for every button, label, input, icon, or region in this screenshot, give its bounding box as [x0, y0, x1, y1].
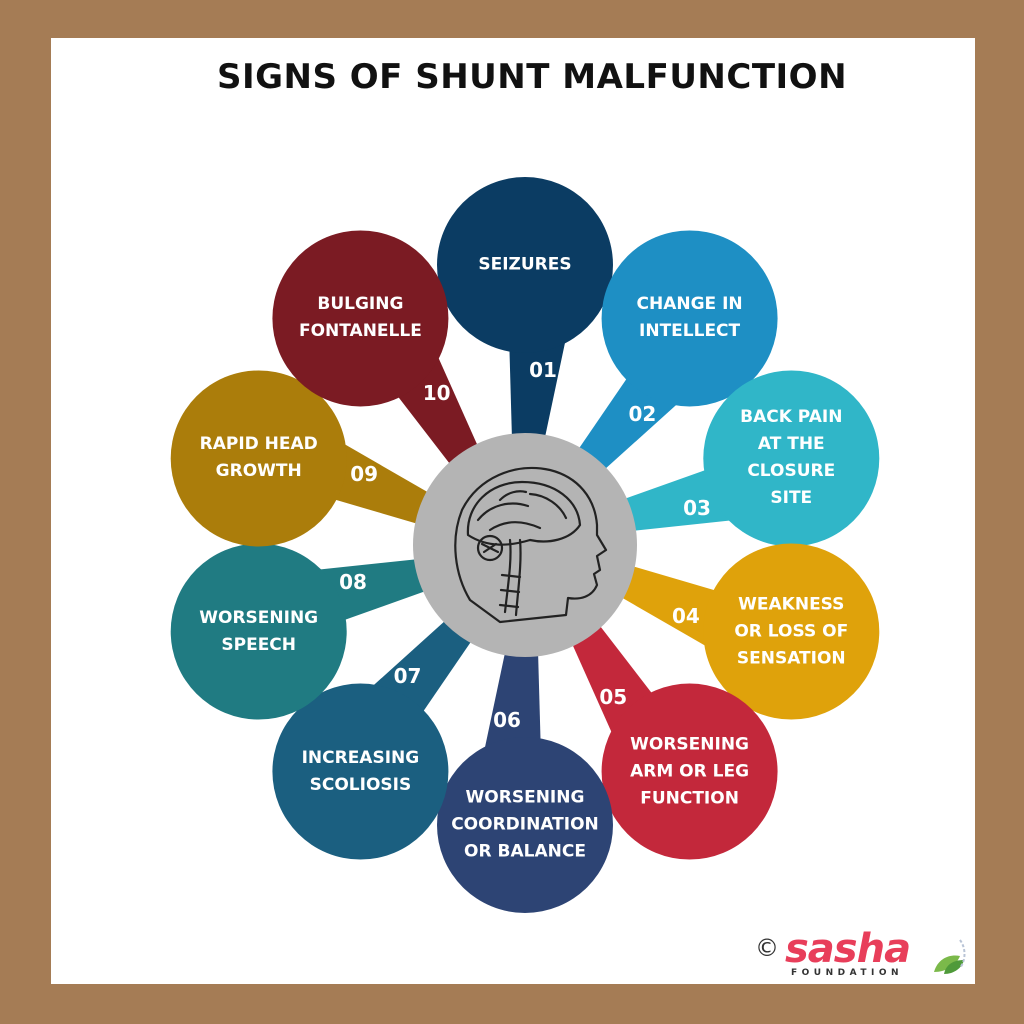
sasha-foundation-logo: © sasha FOUNDATION	[755, 926, 970, 980]
petal-label-03: BACK PAIN AT THE CLOSURE SITE	[740, 407, 843, 509]
petal-circle-01	[437, 177, 613, 353]
petal-label-01: SEIZURES	[478, 254, 572, 275]
petal-label-09: RAPID HEAD GROWTH	[199, 434, 318, 482]
logo-wordmark: sasha	[785, 926, 911, 972]
petal-label-08: WORSENING SPEECH	[199, 607, 319, 655]
petal-label-04: WEAKNESS OR LOSS OF SENSATION	[734, 594, 849, 669]
petal-number-09: 09	[350, 461, 379, 486]
petal-circle-02	[601, 230, 778, 407]
petal-circle-04	[703, 543, 880, 720]
petal-number-03: 03	[683, 496, 711, 521]
petal-number-01: 01	[529, 358, 557, 382]
logo-subtitle: FOUNDATION	[791, 968, 904, 978]
petal-circle-06	[437, 737, 613, 913]
petal-circle-09	[170, 370, 347, 547]
page-title: SIGNS OF SHUNT MALFUNCTION	[216, 57, 848, 97]
petal-number-06: 06	[493, 708, 521, 732]
petal-number-04: 04	[671, 604, 700, 629]
petal-number-07: 07	[393, 663, 422, 688]
petal-number-10: 10	[422, 380, 451, 405]
petal-circle-03	[703, 370, 880, 547]
petal-circle-07	[272, 683, 449, 860]
petal-circle-05	[601, 683, 778, 860]
petal-number-05: 05	[599, 685, 628, 710]
center-hub	[413, 433, 637, 657]
petal-circle-08	[170, 543, 347, 720]
leaf-icon	[934, 939, 966, 974]
copyright-symbol: ©	[755, 934, 779, 962]
brain-head-profile-icon	[454, 466, 608, 624]
petal-number-02: 02	[628, 402, 657, 426]
petal-circle-10	[272, 230, 449, 407]
petal-label-07: INCREASING SCOLIOSIS	[301, 747, 420, 795]
petal-label-06: WORSENING COORDINATION OR BALANCE	[451, 787, 599, 862]
petal-label-05: WORSENING ARM OR LEG FUNCTION	[630, 734, 750, 809]
petal-number-08: 08	[339, 569, 367, 594]
petal-label-10: BULGING FONTANELLE	[298, 294, 422, 342]
petal-label-02: CHANGE IN INTELLECT	[636, 294, 743, 342]
